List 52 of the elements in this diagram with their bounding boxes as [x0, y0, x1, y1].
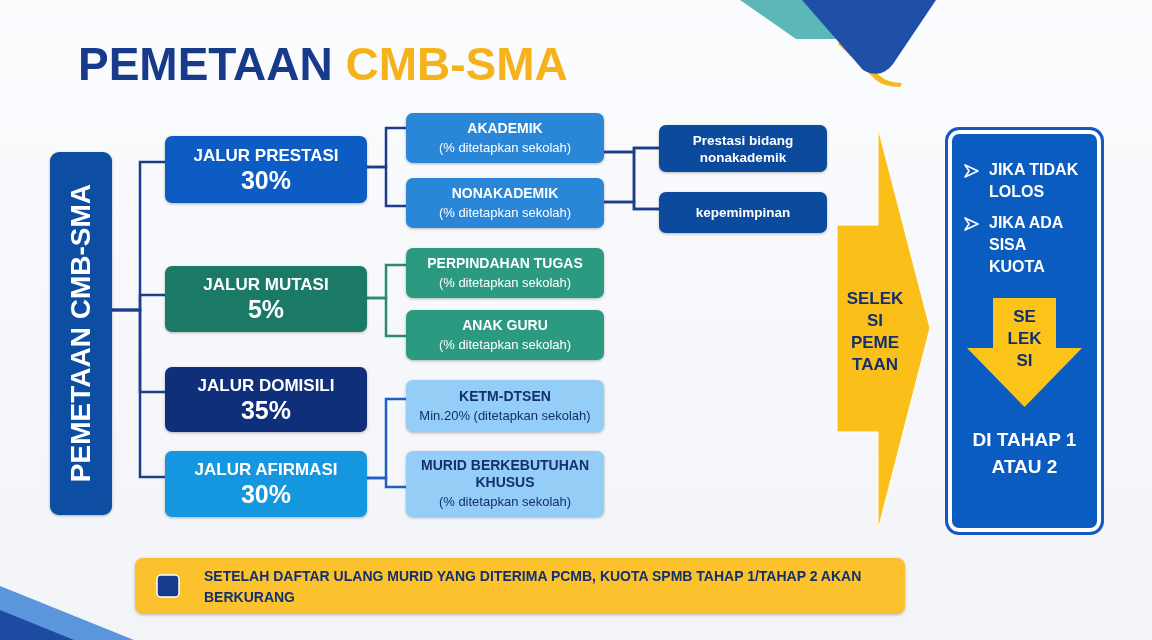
- subcategory-title: PERPINDAHAN TUGAS: [427, 254, 583, 272]
- down-arrow: [967, 298, 1082, 407]
- subcategory-title: NONAKADEMIK: [451, 184, 559, 202]
- subcategory-title: MURID BERKEBUTUHAN KHUSUS: [420, 457, 590, 491]
- subcategory-title: ANAK GURU: [462, 316, 548, 334]
- subcategory-note: (% ditetapkan sekolah): [438, 203, 572, 222]
- bullet-text: JIKA TIDAK LOLOS: [989, 160, 1080, 202]
- category-title: JALUR DOMISILI: [197, 374, 335, 396]
- banner-text: PEMETAAN CMB-SMA: [65, 184, 97, 483]
- category-box: [165, 367, 367, 432]
- percentage-text: 35%: [240, 395, 291, 425]
- detail-text: kepemimpinan: [695, 204, 791, 221]
- category-box: [165, 136, 367, 203]
- bullet-text: JIKA ADA SISA KUOTA: [989, 213, 1064, 277]
- panel-text: DI TAHAP 1 ATAU 2: [971, 428, 1078, 479]
- subcategory-note: (% ditetapkan sekolah): [438, 493, 572, 511]
- subcategory-box: [406, 380, 604, 432]
- detail-box: [659, 192, 827, 233]
- subcategory-note: (% ditetapkan sekolah): [438, 138, 572, 157]
- chevron-arrow: [837, 128, 930, 530]
- note-bar: [135, 558, 905, 614]
- subcategory-box: [406, 248, 604, 298]
- subcategory-note: (% ditetapkan sekolah): [438, 273, 572, 292]
- percentage-text: 30%: [240, 480, 291, 509]
- percentage-text: 30%: [240, 165, 291, 195]
- arrow-label: SELEK SI PEME TAAN: [846, 288, 904, 376]
- connector-line: [367, 165, 406, 208]
- category-title: JALUR MUTASI: [203, 274, 329, 295]
- subcategory-box: [406, 178, 604, 228]
- category-title: JALUR PRESTASI: [193, 144, 339, 166]
- info-panel: [945, 127, 1104, 535]
- subcategory-title: KETM-DTSEN: [459, 387, 551, 405]
- category-box: [165, 266, 367, 332]
- note-text: SETELAH DAFTAR ULANG MURID YANG DITERIMA PCMB, KUOTA SPMB TAHAP 1/TAHAP 2 AKAN BERKURANG: [204, 567, 863, 607]
- connector-line: [112, 308, 165, 479]
- subcategory-box: [406, 451, 604, 517]
- category-title: JALUR AFIRMASI: [194, 459, 338, 480]
- subcategory-note: Min.20% (ditetapkan sekolah): [419, 406, 591, 425]
- page-title: PEMETAAN CMB-SMA: [78, 41, 568, 87]
- connector-line: [367, 296, 406, 338]
- category-box: [165, 451, 367, 517]
- detail-box: [659, 125, 827, 172]
- arrow-label: SE LEK SI: [1007, 306, 1042, 372]
- percentage-text: 5%: [247, 295, 285, 324]
- vertical-banner: [50, 152, 112, 515]
- subcategory-box: [406, 113, 604, 163]
- subcategory-note: (% ditetapkan sekolah): [438, 335, 572, 354]
- detail-text: Prestasi bidang nonakademik: [691, 131, 795, 166]
- subcategory-box: [406, 310, 604, 360]
- connector-line: [604, 200, 659, 211]
- subcategory-title: AKADEMIK: [467, 119, 543, 137]
- connector-line: [367, 476, 406, 489]
